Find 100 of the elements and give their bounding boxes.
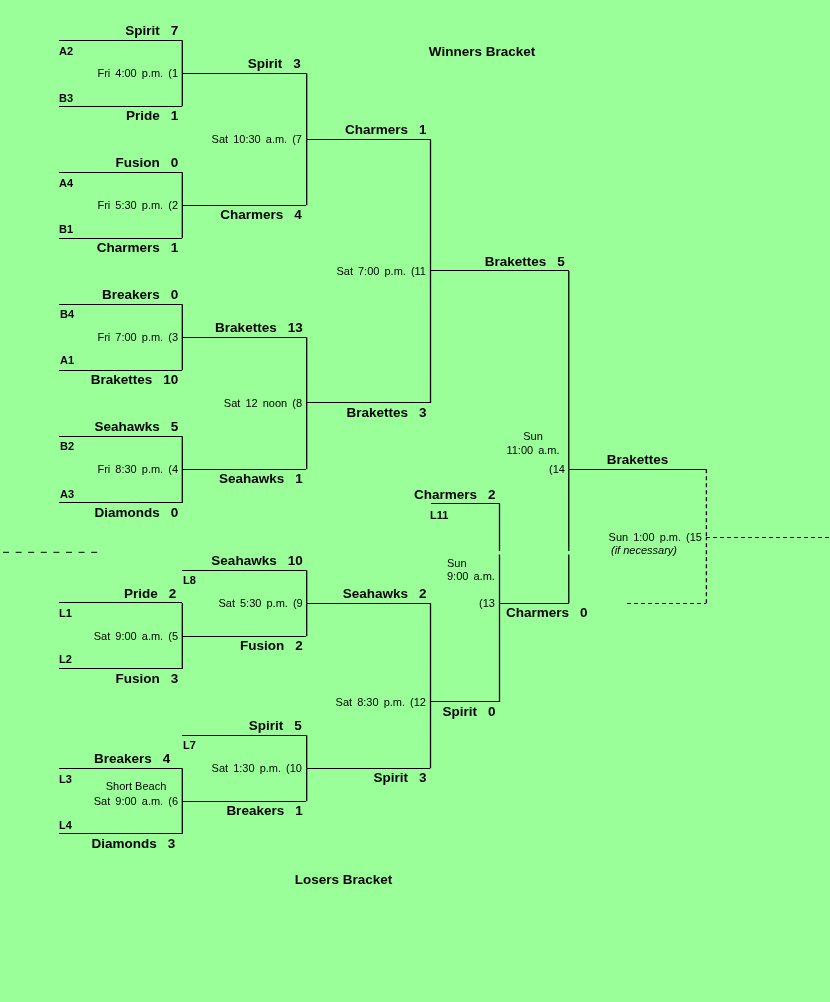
note-text: (if necessary) [611,544,678,558]
bracket-connector [181,435,183,470]
seed-label: A1 [60,354,75,367]
score: 3 [418,404,427,421]
seed-label: A2 [59,44,74,58]
score: 10 [163,372,179,389]
bracket-connector [306,72,308,140]
score: 4 [162,751,171,768]
score: 2 [488,486,496,503]
game-label: Fri 4:00 p.m. (1 [97,66,178,80]
game-label: Sat 5:30 p.m. (9 [218,597,303,611]
bracket-connector [568,468,570,604]
team-name: Brakettes [484,253,547,270]
game-number: (13 [479,596,495,610]
team-name: Seahawks [342,586,408,602]
score: 3 [418,770,427,787]
team-name: Breakers [102,287,160,304]
team-name: Charmers [506,605,570,621]
team-name: Brakettes [90,372,153,389]
game-label: Sun 11:00 a.m. [506,430,560,458]
game-label: Sat 8:30 p.m. (12 [335,695,426,709]
seed-label: L11 [430,508,449,522]
seed-label: L4 [59,819,72,832]
bracket-connector [498,503,501,604]
bracket-connector [306,138,308,206]
team-name: Pride [124,585,158,602]
score: 0 [488,703,496,720]
bracket-connector [181,72,183,107]
seed-label: L8 [183,574,196,587]
bracket-connector [306,602,308,637]
seed-label: B1 [59,223,74,236]
seed-label: L3 [59,773,72,786]
seed-label: B2 [60,439,75,453]
score: 1 [418,122,427,139]
bracket-heading: Winners Bracket [428,43,536,60]
seed-label: B4 [60,308,75,321]
team-name: Spirit [125,23,160,40]
score: 0 [170,504,179,521]
team-name: Brakettes [215,320,277,337]
score: 3 [293,56,301,73]
game-label: Fri 8:30 p.m. (4 [97,462,178,476]
bracket-connector [429,701,432,769]
score: 1 [170,240,179,257]
game-number: (14 [549,462,565,476]
bracket-connector [705,536,708,604]
bracket-connector [181,171,183,206]
team-name: Charmers [413,486,477,503]
score: 13 [287,320,303,337]
team-name: Charmers [344,122,408,139]
team-name: Charmers [96,240,160,257]
bracket-connector [568,270,570,470]
team-name: Breakers [94,751,152,768]
team-name: Fusion [239,638,285,655]
team-name: Seahawks [94,419,160,436]
team-name: Spirit [247,56,283,73]
score: 2 [418,586,427,602]
team-name: Brakettes [606,452,669,468]
team-name: Diamonds [94,504,160,521]
score: 5 [170,419,179,436]
bracket-connector [429,138,432,272]
score: 4 [294,207,302,224]
score: 3 [167,835,176,852]
venue-label: Short Beach [105,780,167,794]
bracket-connector [429,270,432,404]
score: 0 [170,155,179,172]
seed-label: L1 [59,607,72,620]
bracket-connector [429,602,432,703]
bracket-connector [498,602,501,703]
bracket-slot [706,536,830,540]
team-name: Spirit [373,770,408,787]
score: 1 [295,803,303,820]
score: 1 [170,108,179,125]
bracket-connector [181,336,183,371]
bracket-slot [627,601,707,605]
game-label: Sun 9:00 a.m. [447,556,495,584]
score: 0 [580,605,588,621]
game-label: Fri 5:30 p.m. (2 [97,198,178,212]
team-name: Seahawks [218,471,285,488]
score: 3 [170,670,179,687]
team-name: Seahawks [211,553,277,570]
score: 2 [168,585,177,602]
bracket-connector [306,402,308,470]
bracket-connector [306,734,308,769]
bracket-heading: Losers Bracket [294,871,393,888]
game-label: Fri 7:00 p.m. (3 [97,330,178,344]
team-name: Fusion [115,155,160,172]
bracket-connector [306,336,308,404]
bracket-connector [705,468,708,539]
game-label: Sat 12 noon (8 [223,396,302,410]
seed-label: L2 [59,653,72,666]
seed-label: A4 [59,177,74,190]
seed-label: A3 [60,488,75,502]
team-name: Fusion [115,670,160,687]
score: 10 [287,553,303,570]
team-name: Breakers [226,803,285,820]
game-label: Sat 7:00 p.m. (11 [336,264,426,278]
game-label: Sat 9:00 a.m. (5 [93,629,178,643]
bracket-connector [306,767,308,802]
team-name: Spirit [442,703,477,720]
team-name: Diamonds [91,835,157,852]
